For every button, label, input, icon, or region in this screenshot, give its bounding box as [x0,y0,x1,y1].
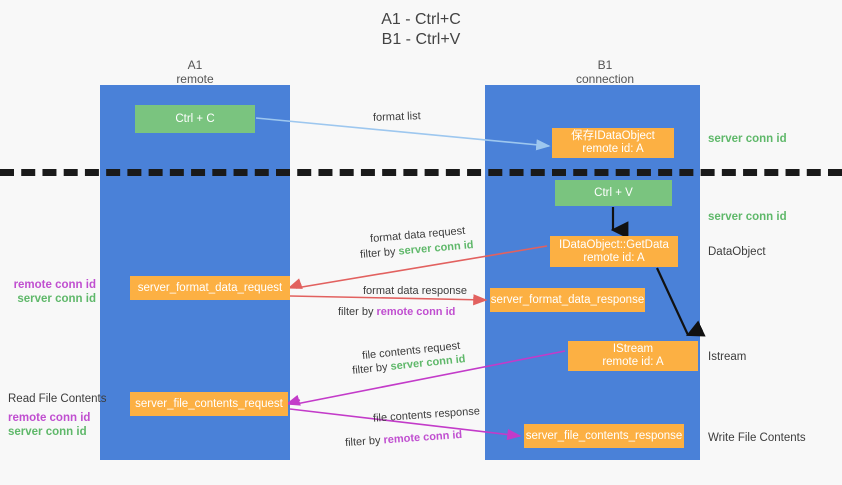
column-a1-role: remote [176,72,214,86]
annotation-left-conn-ids-bottom: remote conn id server conn id [8,411,108,439]
flow-file-contents-response-text: file contents response [372,405,481,425]
box-server-format-data-response[interactable]: server_format_data_response [490,288,645,312]
box-ctrl-v-label: Ctrl + V [594,186,633,199]
flow-format-data-response-text: format data response [363,285,467,297]
annotation-left-conn-ids-top: remote conn id server conn id [8,278,96,306]
box-idataobject-line2: remote id: A [582,143,644,155]
box-idataobject-line1: 保存IDataObject [571,130,655,142]
flow-label-file-contents-response: file contents response [373,404,481,426]
phase-divider [0,169,842,176]
box-getdata-line1: IDataObject::GetData [559,238,669,251]
filter-prefix: filter by [344,434,384,450]
annotation-server-conn-id-1: server conn id [17,293,96,305]
box-server-file-contents-request[interactable]: server_file_contents_request [130,392,288,416]
annotation-remote-conn-id-2: remote conn id [8,412,91,424]
box-format-data-response-label: server_format_data_response [490,293,645,306]
column-b1-name: B1 [597,58,613,72]
box-istream[interactable]: IStream remote id: A [568,341,698,371]
annotation-read-file-contents: Read File Contents [8,393,107,405]
box-server-format-data-request[interactable]: server_format_data_request [130,276,290,300]
box-format-data-request-label: server_format_data_request [137,281,283,294]
column-header-b1: B1 connection [540,58,670,86]
box-istream-line1: IStream [612,343,654,355]
filter-id-remote-conn-id: remote conn id [376,306,456,318]
filter-id-remote-conn-id: remote conn id [383,428,463,447]
annotation-remote-conn-id-1: remote conn id [13,279,96,291]
annotation-server-conn-id-2: server conn id [8,426,87,438]
box-ctrl-c[interactable]: Ctrl + C [135,105,255,133]
annotation-server-conn-id-top: server conn id [708,133,787,145]
box-idataobject[interactable]: 保存IDataObject remote id: A [552,128,674,158]
page-title: A1 - Ctrl+C B1 - Ctrl+V [0,10,842,50]
filter-prefix: filter by [338,306,377,318]
box-idataobject-getdata[interactable]: IDataObject::GetData remote id: A [550,236,678,267]
arrow-format-data-request-head [287,278,303,289]
flow-label-format-list: format list [373,109,421,126]
annotation-write-file-contents: Write File Contents [708,432,806,444]
annotation-server-conn-id-mid: server conn id [708,211,787,223]
title-line-2: B1 - Ctrl+V [381,31,461,48]
filter-prefix: filter by [351,360,392,377]
annotation-dataobject: DataObject [708,246,766,258]
box-istream-line2: remote id: A [602,356,664,368]
flow-format-list-text: format list [372,110,421,124]
flow-filter-file-contents-response: filter by remote conn id [345,428,463,451]
box-getdata-line2: remote id: A [583,251,645,264]
annotation-istream: Istream [708,351,747,363]
title-line-1: A1 - Ctrl+C [381,11,461,28]
box-server-file-contents-response[interactable]: server_file_contents_response [524,424,684,448]
box-file-contents-request-label: server_file_contents_request [135,397,283,410]
box-ctrl-v[interactable]: Ctrl + V [555,180,672,206]
column-header-a1: A1 remote [130,58,260,86]
flow-filter-format-data-response: filter by remote conn id [338,305,455,320]
column-a1-name: A1 [187,58,203,72]
box-ctrl-c-label: Ctrl + C [175,112,215,125]
column-b1-role: connection [575,72,635,86]
box-file-contents-response-label: server_file_contents_response [525,429,683,442]
filter-prefix: filter by [359,245,400,261]
flow-label-format-data-response: format data response [363,284,467,299]
